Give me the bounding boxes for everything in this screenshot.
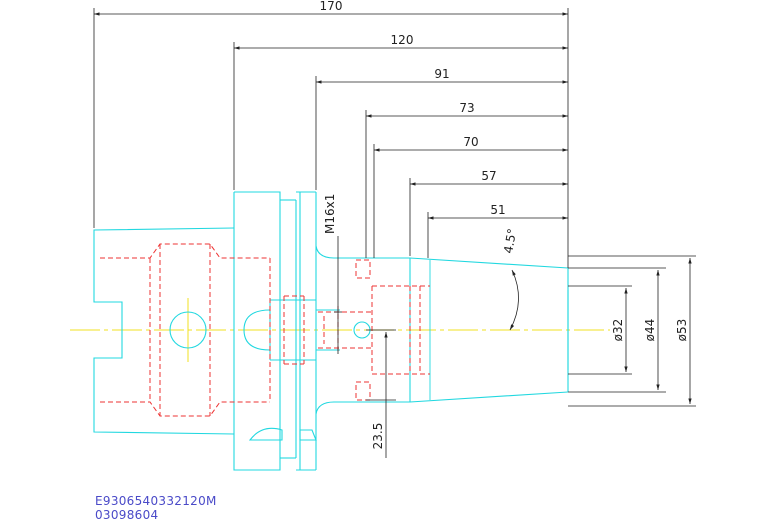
dim-label-73: 73 bbox=[459, 101, 474, 115]
dim-arc-angle bbox=[509, 269, 519, 331]
dimension-labels: 170 120 91 73 70 57 51 M16x1 4.5° ø32 ø4… bbox=[320, 0, 689, 449]
dim-label-91: 91 bbox=[434, 67, 449, 81]
dim-label-57: 57 bbox=[481, 169, 496, 183]
dim-label-170: 170 bbox=[320, 0, 343, 13]
dim-label-120: 120 bbox=[391, 33, 414, 47]
part-number: 03098604 bbox=[95, 508, 159, 522]
dim-label-70: 70 bbox=[463, 135, 478, 149]
dimension-lines bbox=[93, 8, 696, 458]
dim-label-depth: 23.5 bbox=[371, 423, 385, 450]
dim-label-51: 51 bbox=[490, 203, 505, 217]
dim-label-dia44: ø44 bbox=[643, 319, 657, 342]
dim-label-dia53: ø53 bbox=[675, 319, 689, 342]
center-line bbox=[70, 298, 610, 362]
dim-label-thread: M16x1 bbox=[323, 194, 337, 234]
part-code: E9306540332120M bbox=[95, 494, 217, 508]
dim-label-angle: 4.5° bbox=[501, 227, 519, 254]
dim-label-dia32: ø32 bbox=[611, 319, 625, 342]
